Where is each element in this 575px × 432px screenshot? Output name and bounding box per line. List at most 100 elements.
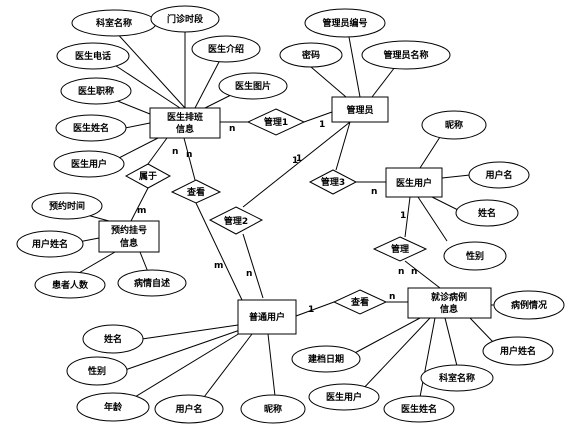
svg-text:医生介绍: 医生介绍 — [208, 43, 244, 55]
cardinality-label: m — [137, 206, 146, 216]
attr-case-detail: 病例情况 — [493, 290, 565, 320]
relation-belongs: 属于 — [124, 163, 172, 189]
svg-text:建档日期: 建档日期 — [308, 353, 344, 365]
svg-text:用户姓名: 用户姓名 — [31, 238, 68, 250]
relation-manage3: 管理3 — [308, 169, 358, 195]
svg-text:姓名: 姓名 — [477, 207, 496, 219]
entity-case-info: 就诊病例 信息 — [407, 287, 492, 319]
cardinality-label: 1 — [400, 211, 406, 221]
svg-text:查看: 查看 — [350, 296, 369, 308]
attr-admin-id: 管理员编号 — [304, 8, 386, 38]
svg-text:科室名称: 科室名称 — [439, 372, 475, 384]
relation-view2: 查看 — [332, 289, 388, 315]
svg-text:预约时间: 预约时间 — [49, 200, 85, 212]
svg-text:病例情况: 病例情况 — [511, 299, 547, 311]
attr-nu-username: 用户名 — [154, 394, 224, 424]
cardinality-label: n — [172, 147, 178, 157]
svg-text:年龄: 年龄 — [104, 401, 123, 413]
svg-text:性别: 性别 — [466, 250, 484, 262]
svg-text:密码: 密码 — [301, 49, 320, 61]
attr-case-doctor-user: 医生用户 — [308, 383, 380, 411]
svg-text:医生电话: 医生电话 — [75, 50, 111, 62]
cardinality-label: n — [398, 267, 404, 277]
svg-text:管理员名称: 管理员名称 — [383, 49, 428, 61]
entity-admin: 管理员 — [331, 96, 389, 123]
edges — [67, 26, 497, 404]
svg-text:管理1: 管理1 — [264, 116, 288, 128]
entity-booking-info: 预约挂号 信息 — [98, 220, 160, 253]
cardinality-label: n — [389, 292, 395, 302]
svg-text:用户名: 用户名 — [484, 169, 512, 181]
cardinality-label: m — [214, 261, 223, 271]
attr-dept-name: 科室名称 — [71, 9, 157, 37]
relation-view1: 查看 — [170, 179, 222, 204]
cardinality-labels: n 1 n n 1 n 1 n m m n 1 n 1 n — [137, 120, 417, 315]
attr-nu-age: 年龄 — [76, 392, 150, 422]
svg-text:医生用户: 医生用户 — [326, 391, 362, 403]
attr-illness-desc: 病情自述 — [117, 269, 187, 297]
cardinality-label: 1 — [308, 305, 314, 315]
attr-du-username: 用户名 — [468, 161, 530, 189]
relation-manage2: 管理2 — [208, 206, 264, 235]
svg-text:管理: 管理 — [391, 243, 409, 255]
svg-text:用户姓名: 用户姓名 — [499, 345, 536, 357]
svg-text:性别: 性别 — [88, 365, 106, 377]
attr-doctor-image: 医生图片 — [218, 72, 288, 100]
svg-text:医生用户: 医生用户 — [71, 158, 107, 170]
svg-text:信息: 信息 — [440, 303, 458, 315]
svg-text:信息: 信息 — [120, 237, 138, 249]
svg-text:预约挂号: 预约挂号 — [111, 224, 147, 236]
svg-text:医生用户: 医生用户 — [396, 177, 432, 189]
svg-text:普通用户: 普通用户 — [249, 311, 285, 323]
attr-du-name: 姓名 — [455, 199, 519, 227]
cardinality-label: n — [246, 269, 252, 279]
svg-text:医生职称: 医生职称 — [78, 85, 114, 97]
attr-nickname: 昵称 — [421, 110, 487, 140]
attr-clinic-time: 门诊时段 — [150, 5, 220, 33]
attr-du-gender: 性别 — [443, 241, 507, 271]
svg-text:管理员编号: 管理员编号 — [322, 17, 367, 29]
relation-manage1: 管理1 — [246, 108, 306, 136]
cardinality-label: 1 — [319, 120, 325, 130]
svg-text:姓名: 姓名 — [103, 333, 122, 345]
svg-text:查看: 查看 — [186, 186, 205, 198]
svg-text:患者人数: 患者人数 — [52, 279, 89, 291]
entity-doctor-schedule-info: 医生排班 信息 — [149, 107, 221, 139]
attr-nu-gender: 性别 — [66, 356, 128, 386]
svg-text:医生排班: 医生排班 — [167, 111, 203, 123]
attr-doctor-user: 医生用户 — [53, 150, 125, 178]
svg-text:科室名称: 科室名称 — [96, 17, 132, 29]
cardinality-label: n — [186, 150, 192, 160]
attr-nu-name: 姓名 — [82, 324, 144, 354]
attr-patient-count: 患者人数 — [34, 271, 106, 299]
attr-doctor-phone: 医生电话 — [56, 42, 130, 70]
attr-case-dept: 科室名称 — [420, 364, 494, 392]
cardinality-label: 1 — [296, 154, 302, 164]
attr-record-date: 建档日期 — [291, 345, 361, 373]
attr-case-doctor-name: 医生姓名 — [383, 395, 455, 423]
cardinality-label: n — [229, 124, 235, 134]
attr-nu-nickname: 昵称 — [240, 394, 306, 424]
svg-text:昵称: 昵称 — [445, 119, 463, 131]
relation-manage: 管理 — [372, 236, 428, 262]
svg-text:用户名: 用户名 — [174, 403, 202, 415]
attr-booking-time: 预约时间 — [31, 192, 103, 220]
attr-password: 密码 — [279, 42, 343, 68]
entity-normal-user: 普通用户 — [237, 299, 297, 335]
svg-text:门诊时段: 门诊时段 — [167, 13, 204, 25]
attr-doctor-intro: 医生介绍 — [191, 35, 261, 63]
attr-case-username: 用户姓名 — [482, 336, 554, 366]
svg-text:就诊病例: 就诊病例 — [431, 291, 467, 303]
svg-text:信息: 信息 — [176, 123, 194, 135]
svg-text:病情自述: 病情自述 — [134, 277, 170, 289]
svg-text:医生姓名: 医生姓名 — [401, 403, 437, 415]
svg-text:医生姓名: 医生姓名 — [73, 122, 109, 134]
cardinality-label: 1 — [292, 156, 298, 166]
svg-text:医生图片: 医生图片 — [235, 80, 271, 92]
svg-text:管理2: 管理2 — [224, 215, 248, 227]
svg-text:管理3: 管理3 — [321, 176, 345, 188]
attr-booking-username: 用户姓名 — [16, 230, 84, 258]
cardinality-label: n — [371, 187, 377, 197]
